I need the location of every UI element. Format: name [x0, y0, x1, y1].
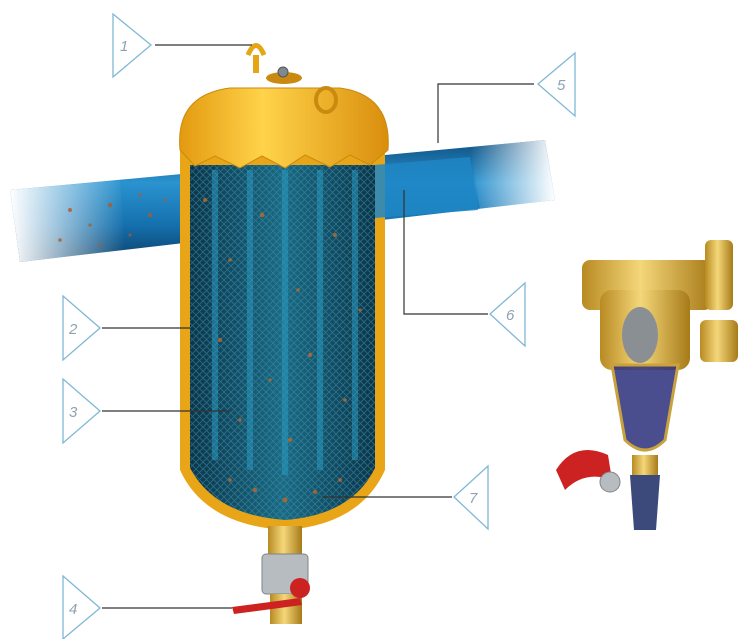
callout-7-label: 7	[469, 490, 478, 507]
drain-valve	[232, 526, 310, 624]
leader-line-5	[438, 84, 534, 143]
callout-3-label: 3	[69, 404, 78, 421]
brass-separator-product	[556, 240, 738, 530]
separator-cap	[180, 46, 389, 169]
callout-1-label: 1	[120, 38, 128, 55]
separator-body	[180, 150, 478, 530]
lifting-ring-icon	[248, 46, 264, 56]
callout-2-label: 2	[68, 321, 78, 338]
air-vent-icon	[278, 67, 288, 77]
callout-6-label: 6	[506, 307, 515, 324]
callout-5-label: 5	[557, 77, 566, 94]
callout-4-label: 4	[69, 601, 77, 618]
callout-1-icon	[113, 14, 151, 77]
